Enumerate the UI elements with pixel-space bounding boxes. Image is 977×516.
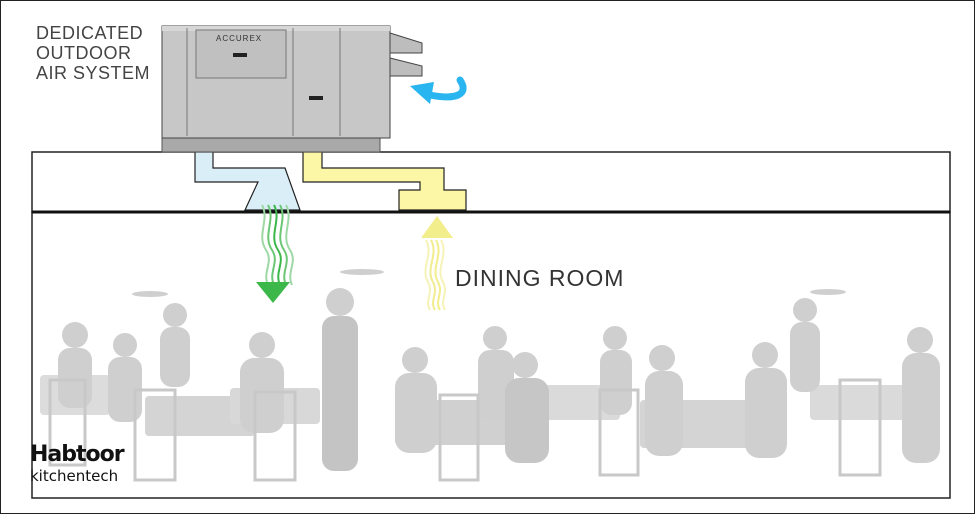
title-line-3: AIR SYSTEM [36,63,151,83]
brand-logo: Habtoor kitchentech [30,442,125,485]
ceiling-plenum [31,151,951,213]
title-line-1: DEDICATED [36,23,144,43]
unit-logo: ACCUREX [216,34,262,43]
title-line-2: OUTDOOR [36,43,132,63]
return-arrow-head [421,216,453,238]
doas-title: DEDICATED OUTDOOR AIR SYSTEM [36,23,176,83]
supply-duct [194,151,301,211]
dining-room-label: DINING ROOM [455,265,625,291]
brand-sub-text: kitchentech [30,467,119,485]
outdoor-air-arrow [410,76,467,104]
return-duct [302,151,467,211]
supply-arrow-head [256,282,290,303]
supply-air-arrow [261,204,294,286]
return-air-arrow [424,239,446,311]
doas-unit [161,25,423,153]
diners-silhouette [40,269,940,482]
brand-main-text: Habtoor [30,442,125,467]
